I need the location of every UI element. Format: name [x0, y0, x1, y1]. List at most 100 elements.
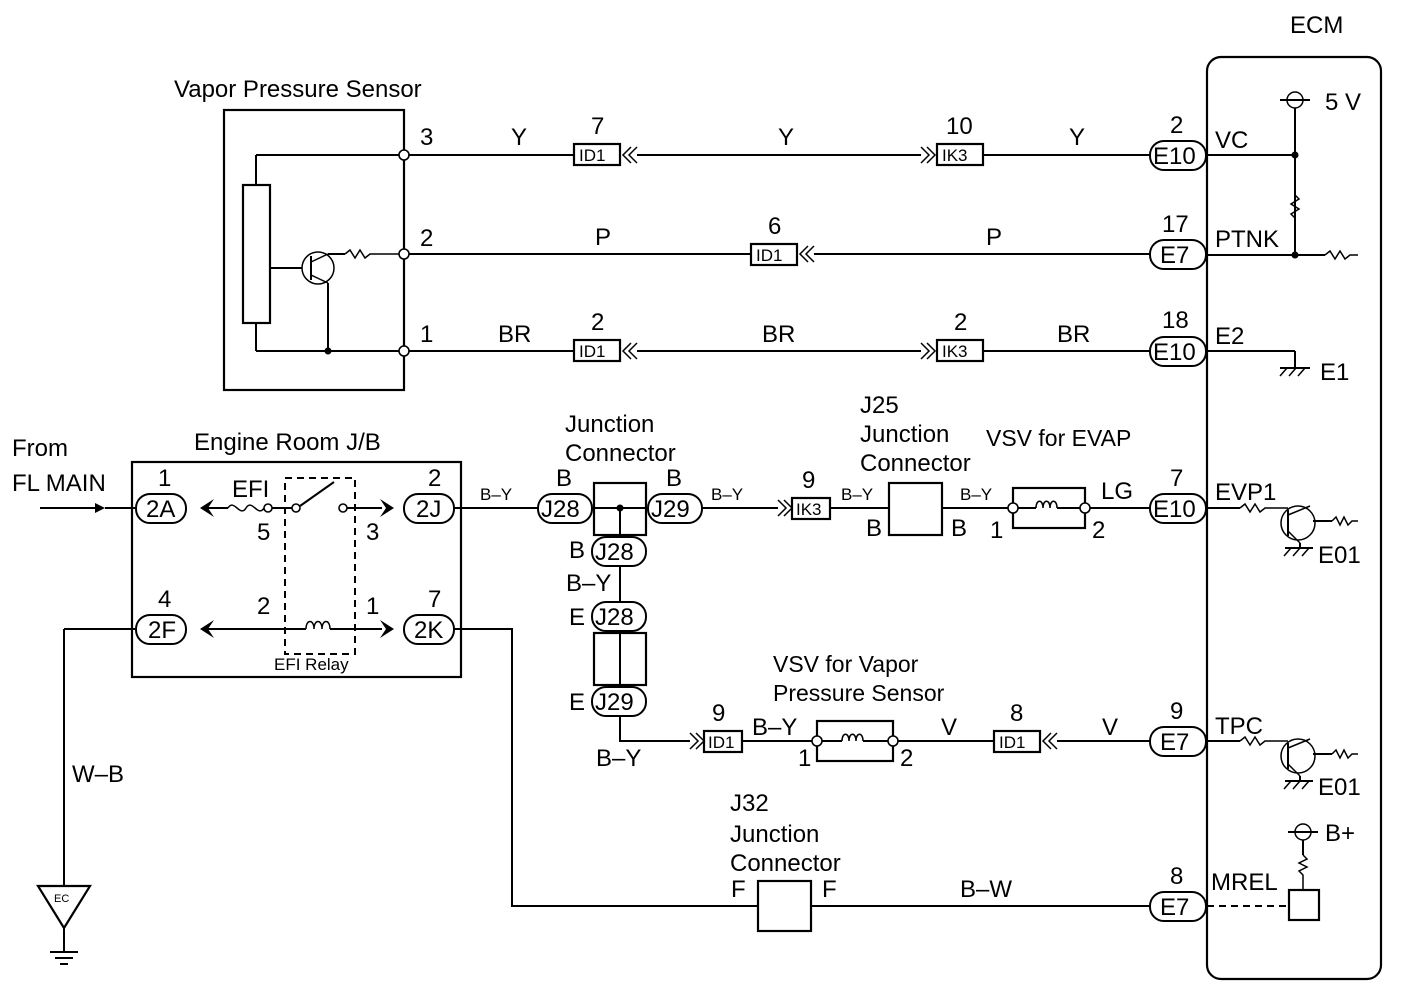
sensor-pin-3 — [398, 149, 410, 161]
input-arrow-icon — [95, 503, 105, 513]
ecm-term-tpc: TPC — [1215, 713, 1263, 740]
wire-by-4: B–Y — [960, 485, 992, 504]
connector-ik3-r3-num: 2 — [954, 309, 967, 336]
ecm-connector-e10-evp1-num: 7 — [1170, 465, 1183, 492]
mrel-relay-icon — [1287, 888, 1321, 922]
sensor-pin2-label: 2 — [420, 225, 433, 252]
wire-row-mrel: J32 Junction Connector F F B–W E7 8 MREL — [454, 628, 1278, 933]
ecm-connector-e7-ptnk-name: E7 — [1160, 242, 1189, 269]
ecm-gnd-e1: E1 — [1320, 359, 1349, 386]
ecm-connector-e7-ptnk — [1149, 239, 1207, 270]
ground-wire-label: W–B — [72, 761, 124, 788]
jb-connector-2k-num: 7 — [428, 586, 441, 613]
wire-row-ptnk: P ID1 6 P E7 17 PTNK — [409, 211, 1279, 270]
junction-title-1: Junction — [565, 411, 654, 438]
ecm-connector-e7-ptnk-num: 17 — [1162, 211, 1189, 238]
connector-ik3-evap-num: 9 — [802, 467, 815, 494]
wire-by-jb-out: B–Y — [480, 485, 512, 504]
wire-color-y-a: Y — [511, 124, 527, 151]
efi-fuse-icon — [227, 504, 265, 512]
vsv-evap-pin2: 2 — [1092, 517, 1105, 544]
connector-id1-r2-name: ID1 — [756, 246, 782, 265]
j25-pin-left: B — [866, 515, 882, 542]
connector-id1-r3-name: ID1 — [579, 342, 605, 361]
connector-id1-r1 — [572, 142, 622, 167]
connector-id1-r3-num: 2 — [591, 309, 604, 336]
ptnk-resistor-icon — [1324, 249, 1358, 261]
jb-connector-2a-num: 1 — [158, 465, 171, 492]
connector-ik3-r3-name: IK3 — [942, 342, 968, 361]
j25-junction-box — [887, 481, 944, 537]
wire-row-e2: BR ID1 2 BR IK3 2 BR E10 18 E2 — [409, 307, 1244, 367]
vsv-vapor-title-2: Pressure Sensor — [773, 680, 945, 706]
ecm: ECM 5 V E1 E01 — [1205, 12, 1383, 981]
j32-title-3: Connector — [730, 850, 841, 877]
jb-connector-2f-num: 4 — [158, 586, 171, 613]
wire-by-low: B–Y — [596, 745, 641, 772]
efi-fuse-label: EFI — [232, 476, 269, 503]
sensor-pin3-label: 3 — [420, 124, 433, 151]
ecm-connector-e10-e2-num: 18 — [1162, 307, 1189, 334]
j32-title-1: J32 — [730, 790, 769, 817]
j25-title-2: Junction — [860, 421, 949, 448]
ecm-connector-e10-vc-name: E10 — [1153, 143, 1196, 170]
ecm-connector-e10-evp1-name: E10 — [1153, 496, 1196, 523]
ecm-term-vc: VC — [1215, 127, 1248, 154]
wire-row-vc: Y ID1 7 Y IK3 10 Y E10 2 VC — [409, 112, 1248, 171]
ecm-connector-e10-vc-num: 2 — [1170, 112, 1183, 139]
from-label-1: From — [12, 435, 68, 462]
j28-e-pin: E — [569, 604, 585, 631]
jb-2f-plug-icon — [200, 620, 214, 638]
j28-e-name: J28 — [595, 604, 634, 631]
wire-color-y-b: Y — [778, 124, 794, 151]
jb-2j-plug-icon — [380, 499, 394, 517]
wire-bw-label: B–W — [960, 876, 1012, 903]
ec-ground-point-icon — [36, 884, 92, 931]
wire-color-br-c: BR — [1057, 321, 1090, 348]
jb-connector-2j-num: 2 — [428, 465, 441, 492]
relay-pin2-label: 2 — [257, 593, 270, 620]
ecm-gnd-e01-a: E01 — [1318, 542, 1361, 569]
j25-title-1: J25 — [860, 392, 899, 419]
connector-id1-r1-name: ID1 — [579, 146, 605, 165]
j29-e-name: J29 — [595, 689, 634, 716]
ecm-supply-label: 5 V — [1325, 89, 1361, 116]
j28-left-pin: B — [556, 465, 572, 492]
ecm-connector-e7-mrel-name: E7 — [1160, 894, 1189, 921]
vsv-vapor-pin2: 2 — [900, 745, 913, 772]
ecm-connector-e10-evp1 — [1149, 493, 1207, 524]
vsv-vapor-coil-icon — [841, 733, 864, 742]
connector-id1-r3 — [572, 338, 622, 363]
engine-room-jb: From FL MAIN Engine Room J/B 2A 1 EFI 5 … — [12, 429, 463, 965]
wire-color-p-a: P — [595, 224, 611, 251]
connector-id1-tpc-a-num: 9 — [712, 700, 725, 727]
sensor-transistor-icon — [301, 251, 335, 285]
connector-id1-tpc-a-name: ID1 — [708, 733, 734, 752]
vsv-evap-coil-icon — [1035, 500, 1058, 509]
vsv-vapor-pin1: 1 — [798, 745, 811, 772]
connector-id1-r1-num: 7 — [591, 113, 604, 140]
jb-2k-plug-icon — [380, 620, 394, 638]
sensor-pin1-label: 1 — [420, 321, 433, 348]
jb-connector-2k-name: 2K — [414, 617, 443, 644]
jb-2a-plug-icon — [200, 499, 214, 517]
efi-relay-outline — [284, 477, 356, 655]
wire-color-br-a: BR — [498, 321, 531, 348]
ecm-term-ptnk: PTNK — [1215, 226, 1279, 253]
junction-connector-j28-j29: B–Y Junction Connector J28 B J29 B J28 B… — [454, 411, 703, 772]
ecm-connector-e7-mrel — [1149, 891, 1207, 922]
j32-title-2: Junction — [730, 821, 819, 848]
ecm-box — [1205, 55, 1383, 981]
j32-pin-left: F — [731, 876, 746, 903]
relay-pin3-label: 3 — [366, 519, 379, 546]
sensor-pin-2 — [398, 248, 410, 260]
connector-id1-tpc-b — [992, 729, 1042, 754]
wire-color-br-b: BR — [762, 321, 795, 348]
wire-v-a: V — [941, 714, 957, 741]
wire-by-mid: B–Y — [566, 570, 611, 597]
connector-id1-r2 — [749, 242, 799, 267]
j28-connector-left — [537, 493, 593, 524]
wire-row-evp1: B–Y IK3 9 B–Y J25 Junction Connector B B… — [702, 392, 1276, 544]
